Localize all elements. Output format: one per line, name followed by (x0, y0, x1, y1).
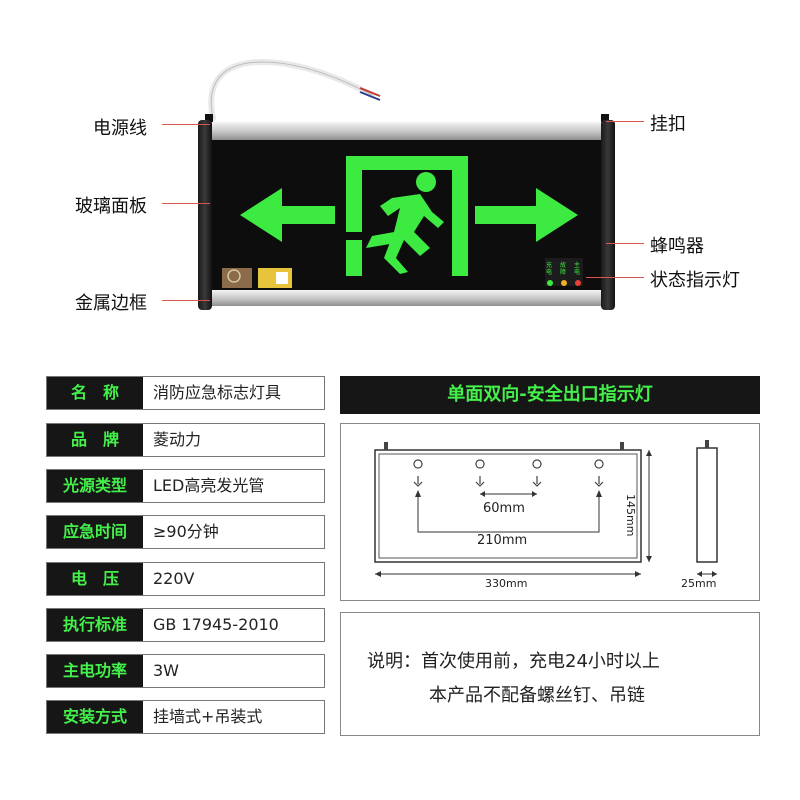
spec-row: 执行标准 GB 17945-2010 (46, 608, 325, 642)
spec-row: 电 压 220V (46, 562, 325, 596)
dim-hole-spacing: 60mm (483, 501, 525, 516)
drawing-title: 单面双向-安全出口指示灯 (340, 376, 760, 414)
note-line-1: 说明：首次使用前，充电24小时以上 (367, 651, 660, 672)
spec-value: ≥90分钟 (153, 522, 219, 541)
spec-row: 主电功率 3W (46, 654, 325, 688)
bottom-metal-frame (207, 290, 607, 306)
spec-row: 应急时间 ≥90分钟 (46, 515, 325, 549)
spec-value: GB 17945-2010 (153, 615, 279, 634)
spec-row: 名 称 消防应急标志灯具 (46, 376, 325, 410)
dim-depth: 25mm (681, 577, 717, 590)
indicator-label-charge: 充电 (546, 262, 553, 276)
spec-key: 光源类型 (47, 470, 143, 502)
callout-hook: 挂扣 (650, 114, 686, 135)
spec-row: 光源类型 LED高亮发光管 (46, 469, 325, 503)
callout-line-power-cord (162, 124, 210, 125)
callout-line-glass-panel (162, 203, 210, 204)
spec-value: 消防应急标志灯具 (153, 383, 282, 402)
spec-value: 菱动力 (153, 430, 202, 449)
spec-key: 执行标准 (47, 609, 143, 641)
callout-line-status-light (586, 277, 644, 278)
keyhole-icon (413, 459, 604, 487)
right-arrow (475, 188, 578, 242)
dimension-drawing: 60mm 210mm 330mm 145mm 25mm (340, 423, 760, 601)
note-box: 说明：首次使用前，充电24小时以上 本产品不配备螺丝钉、吊链 (340, 612, 760, 736)
note-line-2: 本产品不配备螺丝钉、吊链 (429, 685, 645, 706)
spec-key: 主电功率 (47, 655, 143, 687)
spec-row: 品 牌 菱动力 (46, 423, 325, 457)
power-cord (208, 58, 375, 121)
spec-key: 安装方式 (47, 701, 143, 733)
spec-value: 3W (153, 661, 179, 680)
dimension-diagram (374, 440, 718, 577)
spec-value: 挂墙式+吊装式 (153, 707, 263, 726)
exit-door (346, 156, 468, 276)
spec-key: 应急时间 (47, 516, 143, 548)
callout-metal-frame: 金属边框 (75, 293, 147, 314)
callout-line-metal-frame (162, 300, 210, 301)
indicator-label-fault: 故障 (560, 262, 567, 276)
spec-value: LED高亮发光管 (153, 476, 265, 495)
callout-line-buzzer (606, 243, 644, 244)
dim-width: 330mm (485, 577, 528, 590)
dim-height: 145mm (624, 494, 637, 537)
left-arrow (240, 188, 335, 242)
callout-glass-panel: 玻璃面板 (75, 196, 147, 217)
spec-row: 安装方式 挂墙式+吊装式 (46, 700, 325, 734)
dim-outer-holes: 210mm (477, 533, 528, 548)
product-image: 充电 故障 主电 电源线 玻璃面板 金属边框 挂扣 蜂鸣器 状态指示灯 (0, 0, 800, 340)
spec-key: 品 牌 (47, 424, 143, 456)
running-man (366, 172, 444, 274)
callout-line-hook (606, 121, 644, 122)
spec-value: 220V (153, 569, 195, 588)
callout-power-cord: 电源线 (93, 118, 147, 139)
indicator-label-main: 主电 (574, 262, 581, 276)
spec-key: 电 压 (47, 563, 143, 595)
callout-status-light: 状态指示灯 (650, 270, 740, 291)
exit-sign-illustration (198, 58, 615, 310)
callout-buzzer: 蜂鸣器 (650, 236, 704, 257)
top-metal-frame (207, 122, 607, 140)
spec-key: 名 称 (47, 377, 143, 409)
